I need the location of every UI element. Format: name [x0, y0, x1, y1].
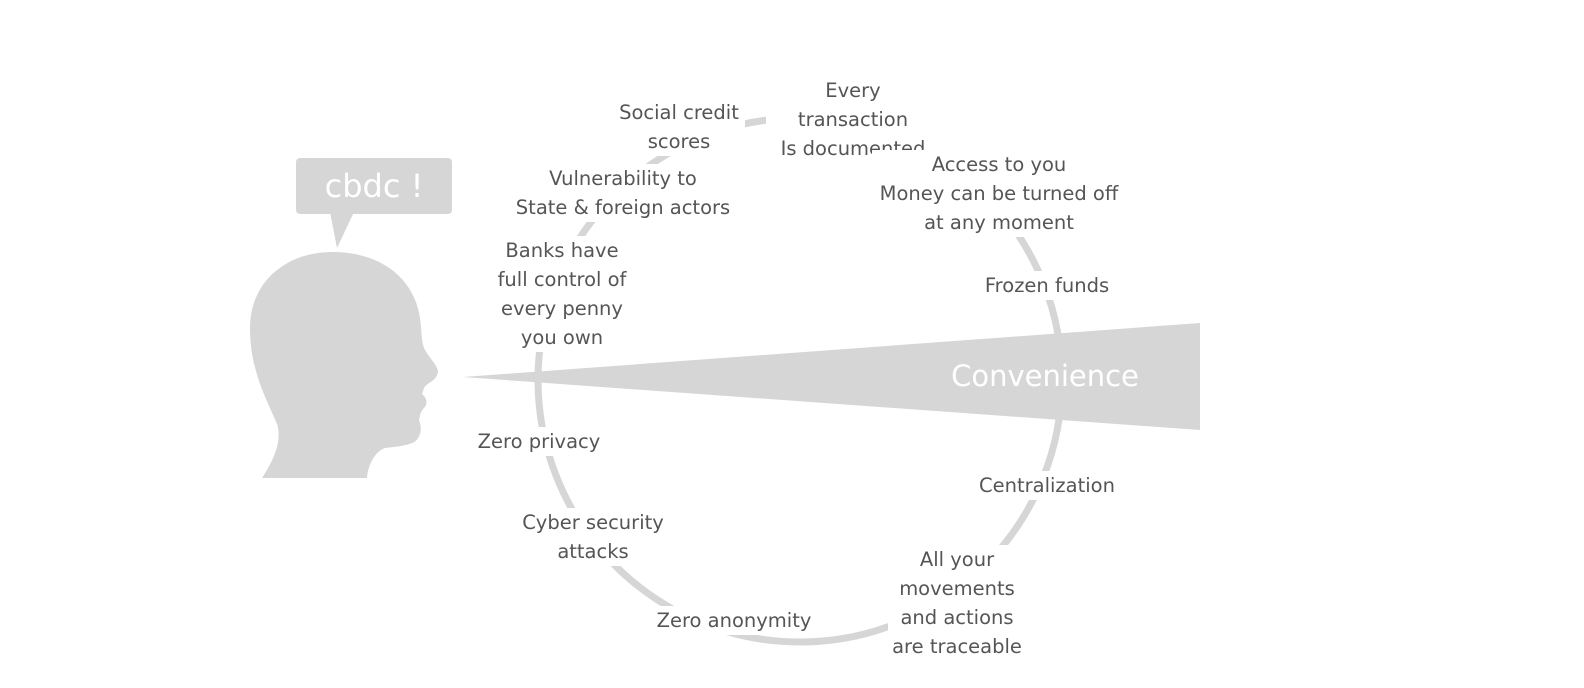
label-zero-anonymity: Zero anonymity [652, 606, 816, 635]
label-frozen-funds: Frozen funds [978, 271, 1116, 300]
head-silhouette-icon [250, 252, 438, 478]
label-social-credit: Social credit scores [613, 98, 745, 156]
label-vulnerability: Vulnerability to State & foreign actors [512, 164, 734, 222]
speech-bubble: cbdc ! [296, 158, 452, 214]
convenience-label: Convenience [951, 359, 1139, 393]
label-movements-traceable: All your movements and actions are trace… [888, 545, 1026, 661]
label-banks-control: Banks have full control of every penny y… [492, 236, 632, 352]
label-every-transaction: Every transaction Is documented [766, 76, 940, 163]
label-centralization: Centralization [974, 471, 1120, 500]
speech-bubble-text: cbdc ! [324, 167, 424, 205]
label-access-money: Access to you Money can be turned off at… [872, 150, 1126, 237]
speech-bubble-tail [330, 212, 354, 248]
convenience-wedge [463, 323, 1200, 430]
label-zero-privacy: Zero privacy [473, 427, 605, 456]
label-cyber-security: Cyber security attacks [516, 508, 670, 566]
